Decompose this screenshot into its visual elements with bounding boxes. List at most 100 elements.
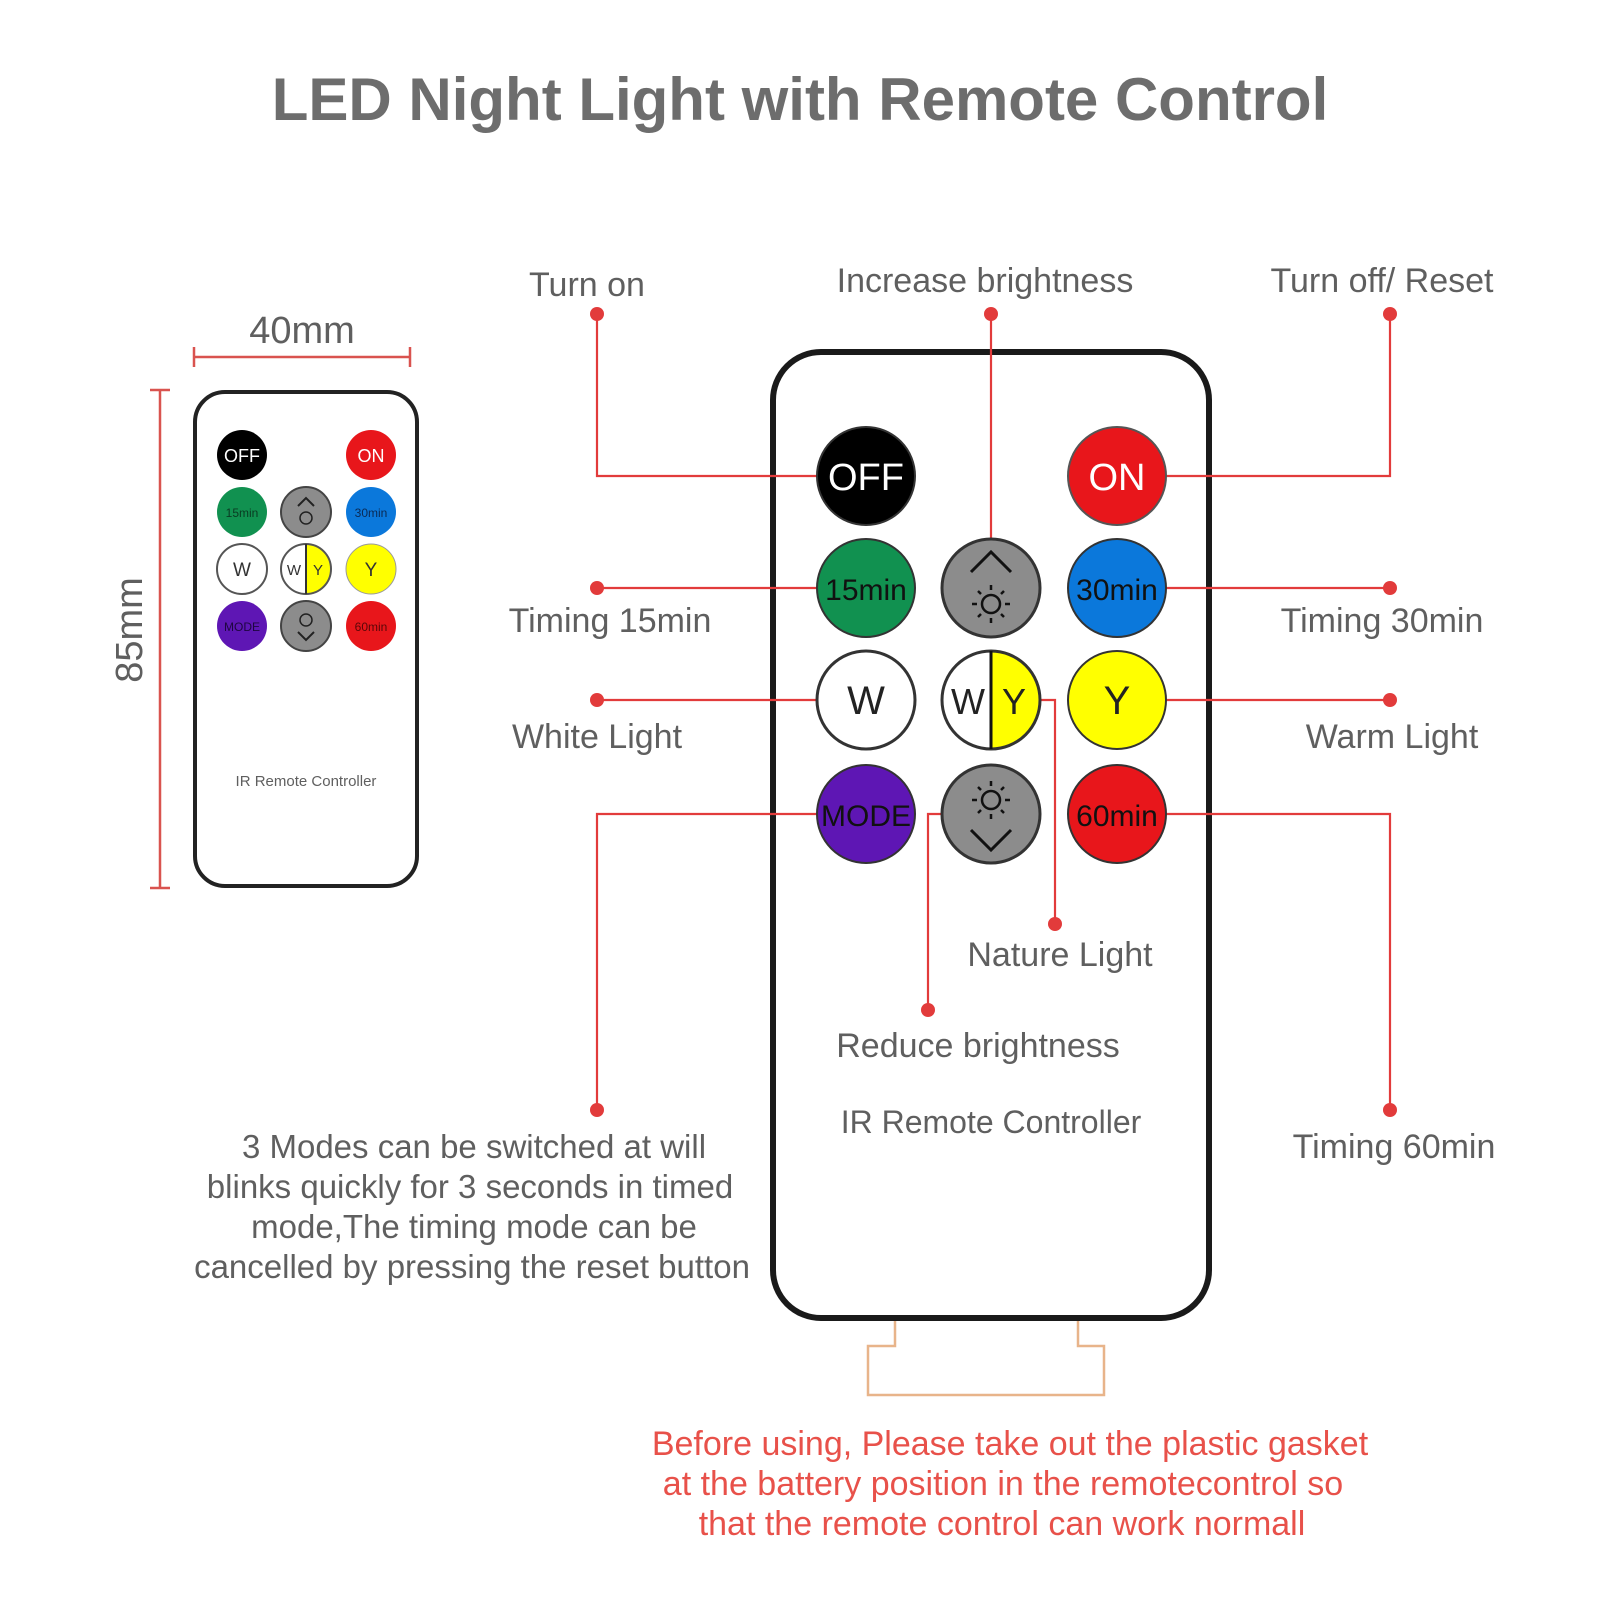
warning-note: Before using, Please take out the plasti… xyxy=(652,1425,1369,1543)
on-button-label: ON xyxy=(1089,457,1146,499)
label-modes-line-3: mode,The timing mode can be xyxy=(251,1208,697,1245)
timer-60min-button[interactable] xyxy=(1067,764,1167,864)
callout-line-off xyxy=(595,314,818,478)
timer-60min-label: 60min xyxy=(1076,800,1158,833)
warning-line-3: that the remote control can work normall xyxy=(699,1505,1306,1543)
small-15min-button xyxy=(217,487,267,537)
label-reduce-brightness: Reduce brightness xyxy=(836,1027,1120,1065)
small-on-label: ON xyxy=(358,446,385,466)
label-turn-on: Turn on xyxy=(529,266,645,304)
small-down-chevron-icon xyxy=(297,631,315,642)
timer-15min-label: 15min xyxy=(825,574,907,607)
label-white-light: White Light xyxy=(512,718,683,756)
small-off-button xyxy=(217,430,267,480)
callout-dot-warm xyxy=(1383,693,1397,707)
timer-15min-button[interactable] xyxy=(816,538,916,638)
nature-y-label: Y xyxy=(1002,681,1026,722)
off-button-label: OFF xyxy=(828,457,904,499)
callout-line-nature xyxy=(1040,698,1057,924)
small-15min-label: 15min xyxy=(226,506,259,520)
small-wy-y-label: Y xyxy=(313,562,323,579)
height-dimension: 85mm xyxy=(109,388,170,890)
white-light-button[interactable] xyxy=(815,649,917,751)
small-off-label: OFF xyxy=(224,446,260,466)
small-30min-button xyxy=(346,487,396,537)
callout-dot-mode xyxy=(590,1103,604,1117)
mode-button[interactable] xyxy=(816,764,916,864)
nature-light-button[interactable]: W Y xyxy=(940,649,1042,751)
label-nature-light: Nature Light xyxy=(967,936,1153,974)
width-dimension: 40mm xyxy=(192,310,412,367)
callout-dot-off xyxy=(590,307,604,321)
callout-line-mode xyxy=(595,812,818,1110)
on-button[interactable] xyxy=(1067,426,1167,526)
brightness-down-button[interactable] xyxy=(940,763,1042,865)
sun-icon xyxy=(972,585,1010,623)
nature-w-label: W xyxy=(951,681,985,722)
small-wy-yellow-half xyxy=(306,544,331,594)
timer-30min-label: 30min xyxy=(1076,574,1158,607)
small-sun-icon-2 xyxy=(299,613,313,627)
nature-white-half xyxy=(942,651,991,749)
callout-dot-30min xyxy=(1383,581,1397,595)
white-light-label: W xyxy=(847,679,885,723)
small-w-button xyxy=(216,543,268,595)
small-remote-footer: IR Remote Controller xyxy=(236,773,377,790)
chevron-down-icon xyxy=(969,828,1013,853)
small-remote: 40mm 85mm OFF ON 15min 30min W W Y xyxy=(109,310,419,890)
label-warm-light: Warm Light xyxy=(1306,718,1479,756)
small-y-button xyxy=(345,543,397,595)
callout-dot-increase xyxy=(984,307,998,321)
small-y-label: Y xyxy=(365,560,378,581)
small-on-button xyxy=(346,430,396,480)
warm-light-label: Y xyxy=(1104,679,1131,723)
label-modes-line-1: 3 Modes can be switched at will xyxy=(242,1128,706,1165)
timer-30min-button[interactable] xyxy=(1067,538,1167,638)
brightness-up-button[interactable] xyxy=(940,537,1042,639)
mode-button-label: MODE xyxy=(821,800,911,833)
callout-dot-reduce xyxy=(921,1003,935,1017)
label-timing-15min: Timing 15min xyxy=(509,602,712,640)
callout-labels: Turn on Increase brightness Turn off/ Re… xyxy=(194,262,1495,1285)
small-w-label: W xyxy=(233,560,251,581)
small-mode-button xyxy=(217,601,267,651)
warm-light-button[interactable] xyxy=(1067,650,1167,750)
width-label: 40mm xyxy=(249,310,355,352)
chevron-up-icon xyxy=(969,549,1013,574)
warning-line-1: Before using, Please take out the plasti… xyxy=(652,1425,1369,1463)
callout-line-reduce xyxy=(926,812,942,1010)
warning-line-2: at the battery position in the remotecon… xyxy=(663,1465,1343,1503)
label-timing-30min: Timing 30min xyxy=(1281,602,1484,640)
off-button[interactable] xyxy=(816,426,916,526)
callout-line-on xyxy=(1164,314,1392,478)
callout-dot-60min xyxy=(1383,1103,1397,1117)
large-remote-buttons: OFF ON 15min 30min W W xyxy=(815,426,1167,865)
callout-lines xyxy=(590,307,1397,1117)
callout-dot-on xyxy=(1383,307,1397,321)
plastic-gasket xyxy=(866,1318,1106,1397)
nature-yellow-half xyxy=(991,651,1040,749)
callout-dot-15min xyxy=(590,581,604,595)
label-increase-brightness: Increase brightness xyxy=(837,262,1134,300)
small-30min-label: 30min xyxy=(355,506,388,520)
small-60min-button xyxy=(346,601,396,651)
label-timing-60min: Timing 60min xyxy=(1293,1128,1496,1166)
small-60min-label: 60min xyxy=(355,620,388,634)
sun-icon xyxy=(972,781,1010,819)
page-title: LED Night Light with Remote Control xyxy=(272,66,1329,133)
label-modes-line-2: blinks quickly for 3 seconds in timed xyxy=(207,1168,733,1205)
small-mode-label: MODE xyxy=(224,620,260,634)
callout-dot-white xyxy=(590,693,604,707)
callout-dot-nature xyxy=(1048,917,1062,931)
callout-line-60min xyxy=(1164,812,1392,1110)
label-turn-off-reset: Turn off/ Reset xyxy=(1271,262,1495,300)
label-modes-line-4: cancelled by pressing the reset button xyxy=(194,1248,750,1285)
small-sun-icon xyxy=(299,511,313,525)
small-wy-white-half xyxy=(281,544,306,594)
small-up-chevron-icon xyxy=(297,496,315,507)
large-remote-footer: IR Remote Controller xyxy=(841,1104,1142,1140)
small-wy-w-label: W xyxy=(287,562,302,579)
height-label: 85mm xyxy=(109,577,151,683)
